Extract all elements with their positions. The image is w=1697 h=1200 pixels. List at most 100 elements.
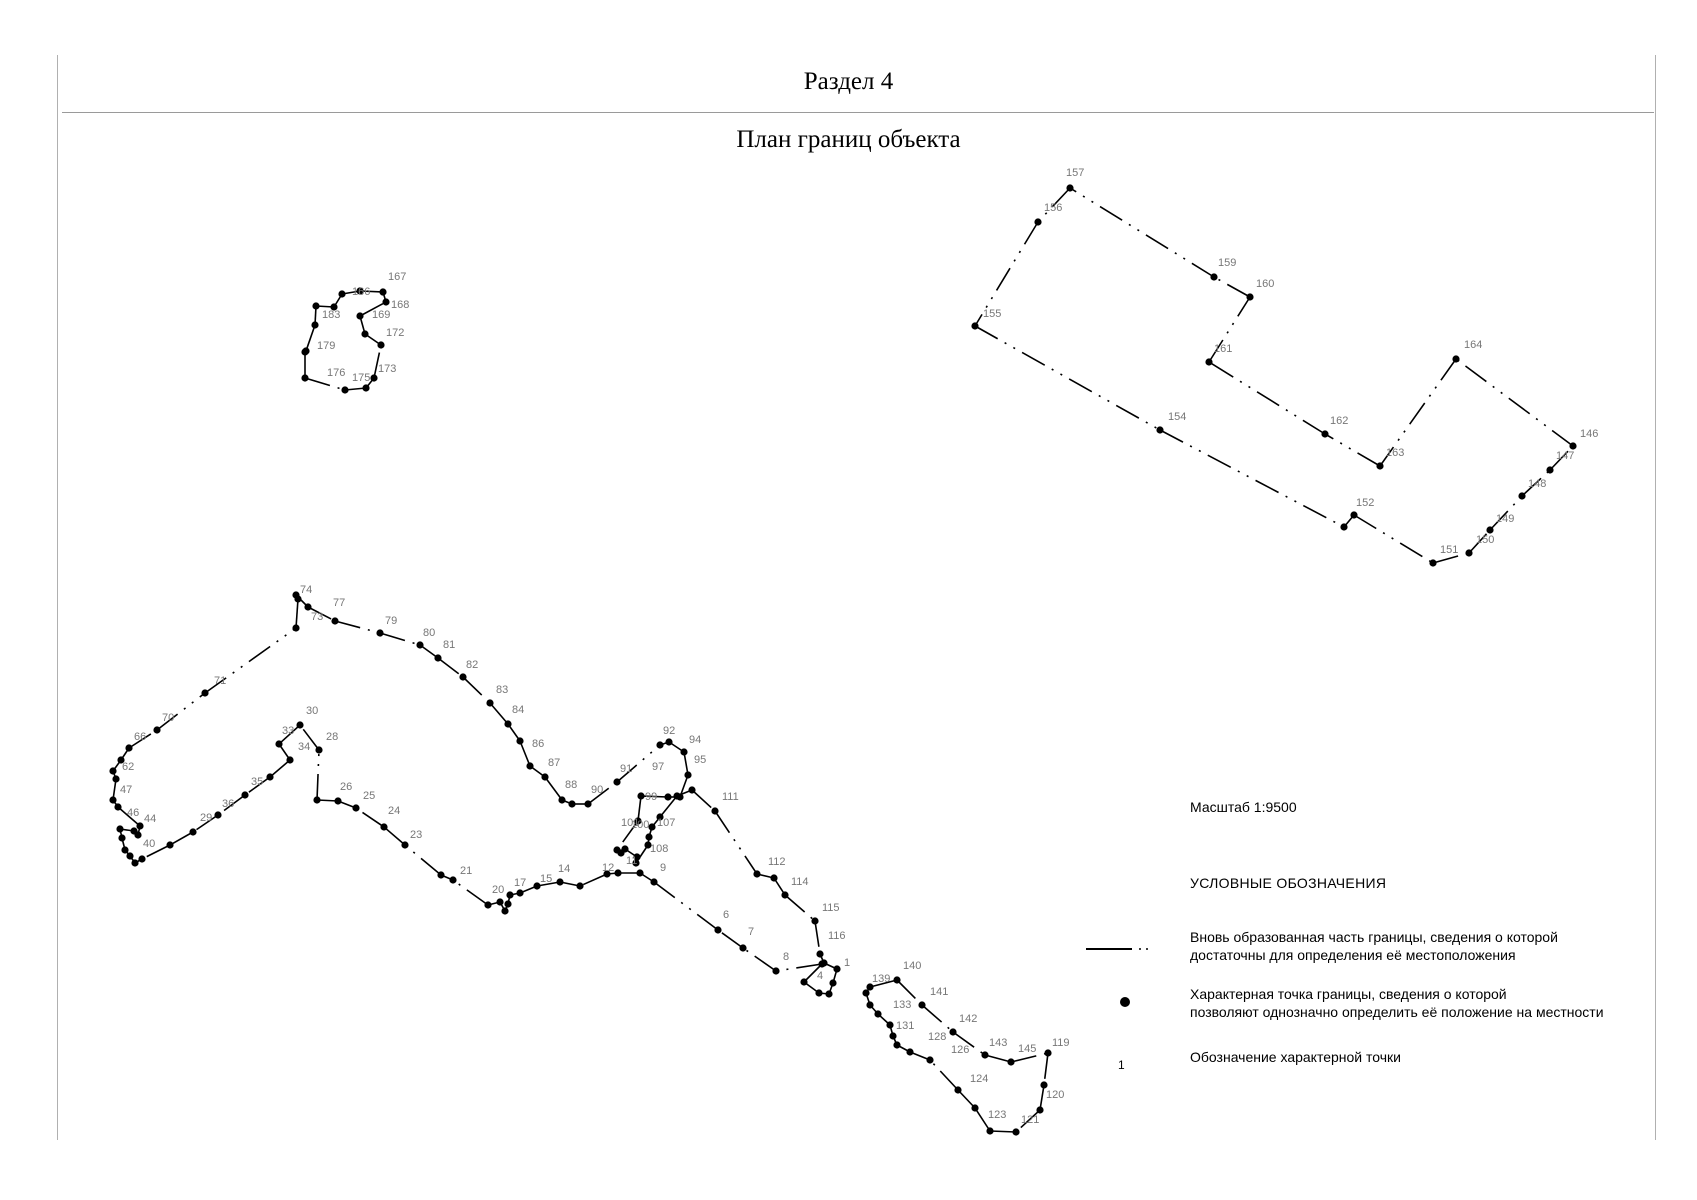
point-label-123: 123 <box>988 1109 1006 1121</box>
point-label-4: 4 <box>817 970 823 982</box>
boundary-segment <box>1069 187 1215 278</box>
boundary-point-98 <box>637 792 645 800</box>
boundary-segment <box>984 1054 1012 1063</box>
boundary-point-120 <box>1036 1106 1044 1114</box>
point-label-29: 29 <box>200 812 212 824</box>
boundary-point-142 <box>949 1028 957 1036</box>
boundary-point-89 <box>568 800 576 808</box>
point-label-12: 12 <box>602 862 614 874</box>
boundary-point-73 <box>304 603 312 611</box>
point-label-107: 107 <box>657 817 675 829</box>
boundary-segment <box>379 632 421 646</box>
point-label-115: 115 <box>822 902 840 914</box>
plan-title: План границ объекта <box>736 126 961 153</box>
point-label-119: 119 <box>1052 1037 1070 1049</box>
boundary-point-105 <box>644 841 652 849</box>
boundary-segment <box>637 795 642 822</box>
point-label-8: 8 <box>783 951 789 963</box>
boundary-point-54 <box>201 689 209 697</box>
boundary-point-14 <box>556 878 564 886</box>
boundary-segment <box>653 881 719 931</box>
boundary-point-18 <box>504 900 512 908</box>
point-label-112: 112 <box>768 856 786 868</box>
boundary-segment <box>579 873 608 887</box>
legend-label-text: Обозначение характерной точки <box>1190 1049 1401 1065</box>
boundary-segment <box>536 881 561 887</box>
boundary-point-164 <box>1452 355 1460 363</box>
boundary-segment <box>974 221 1039 327</box>
point-label-161: 161 <box>1214 343 1232 355</box>
boundary-point-166 <box>356 287 364 295</box>
point-label-146: 146 <box>1580 428 1598 440</box>
boundary-segment <box>299 724 320 751</box>
boundary-point-123 <box>971 1104 979 1112</box>
boundary-point-85 <box>516 737 524 745</box>
point-label-80: 80 <box>423 627 435 639</box>
point-label-34: 34 <box>298 741 310 753</box>
boundary-point-35 <box>214 811 222 819</box>
point-label-162: 162 <box>1330 415 1348 427</box>
boundary-segment <box>383 826 406 846</box>
boundary-segment <box>974 325 1161 431</box>
boundary-point-175 <box>362 384 370 392</box>
point-label-142: 142 <box>959 1013 977 1025</box>
point-label-84: 84 <box>512 704 524 716</box>
point-label-6: 6 <box>723 909 729 921</box>
boundary-segment <box>1353 514 1434 564</box>
boundary-point-150 <box>1465 549 1473 557</box>
boundary-segment <box>775 963 823 972</box>
boundary-point-152 <box>1350 511 1358 519</box>
frame-left-border <box>57 55 58 1140</box>
boundary-point-139 <box>866 983 874 991</box>
boundary-segment <box>304 377 346 391</box>
boundary-point-161 <box>1205 358 1213 366</box>
boundary-point-145 <box>1044 1049 1052 1057</box>
boundary-point-121 <box>815 989 823 997</box>
point-label-23: 23 <box>410 829 422 841</box>
point-label-15: 15 <box>540 873 552 885</box>
boundary-point-159 <box>1210 273 1218 281</box>
point-label-20: 20 <box>492 884 504 896</box>
boundary-point-160 <box>1246 293 1254 301</box>
boundary-point-122 <box>800 978 808 986</box>
point-label-163: 163 <box>1386 447 1404 459</box>
boundary-point-157 <box>1066 184 1074 192</box>
point-label-101: 101 <box>621 817 639 829</box>
boundary-segment <box>1208 296 1251 363</box>
boundary-segment <box>519 740 531 767</box>
boundary-point-104 <box>632 859 640 867</box>
point-label-44: 44 <box>144 813 156 825</box>
boundary-point-170 <box>361 330 369 338</box>
boundary-segment <box>616 820 639 851</box>
point-label-21: 21 <box>460 865 472 877</box>
boundary-point-34 <box>241 791 249 799</box>
point-label-157: 157 <box>1066 167 1084 179</box>
boundary-point-13 <box>576 882 584 890</box>
boundary-point-131 <box>866 1001 874 1009</box>
boundary-point-102 <box>621 845 629 853</box>
boundary-point-107 <box>648 823 656 831</box>
point-label-62: 62 <box>122 761 134 773</box>
boundary-segment <box>1455 358 1574 447</box>
boundary-point-9 <box>650 878 658 886</box>
boundary-point-94 <box>680 748 688 756</box>
legend-line-text-2: достаточны для определения её местополож… <box>1190 947 1516 963</box>
point-label-100: 100 <box>631 819 649 831</box>
boundary-point-125 <box>926 1056 934 1064</box>
boundary-point-21 <box>484 901 492 909</box>
point-label-155: 155 <box>983 308 1001 320</box>
boundary-point-116 <box>816 950 824 958</box>
legend-label-symbol: 1 <box>1118 1058 1125 1072</box>
boundary-point-119 <box>1040 1081 1048 1089</box>
boundary-point-120 <box>825 990 833 998</box>
boundary-point-36 <box>189 828 197 836</box>
boundary-segment <box>616 744 661 783</box>
boundary-point-6 <box>714 926 722 934</box>
boundary-segment <box>1489 495 1523 531</box>
boundary-point-148 <box>1518 492 1526 500</box>
point-label-140: 140 <box>903 960 921 972</box>
boundary-point-16 <box>516 889 524 897</box>
point-label-164: 164 <box>1464 339 1482 351</box>
point-label-30: 30 <box>306 705 318 717</box>
boundary-point-20 <box>496 898 504 906</box>
